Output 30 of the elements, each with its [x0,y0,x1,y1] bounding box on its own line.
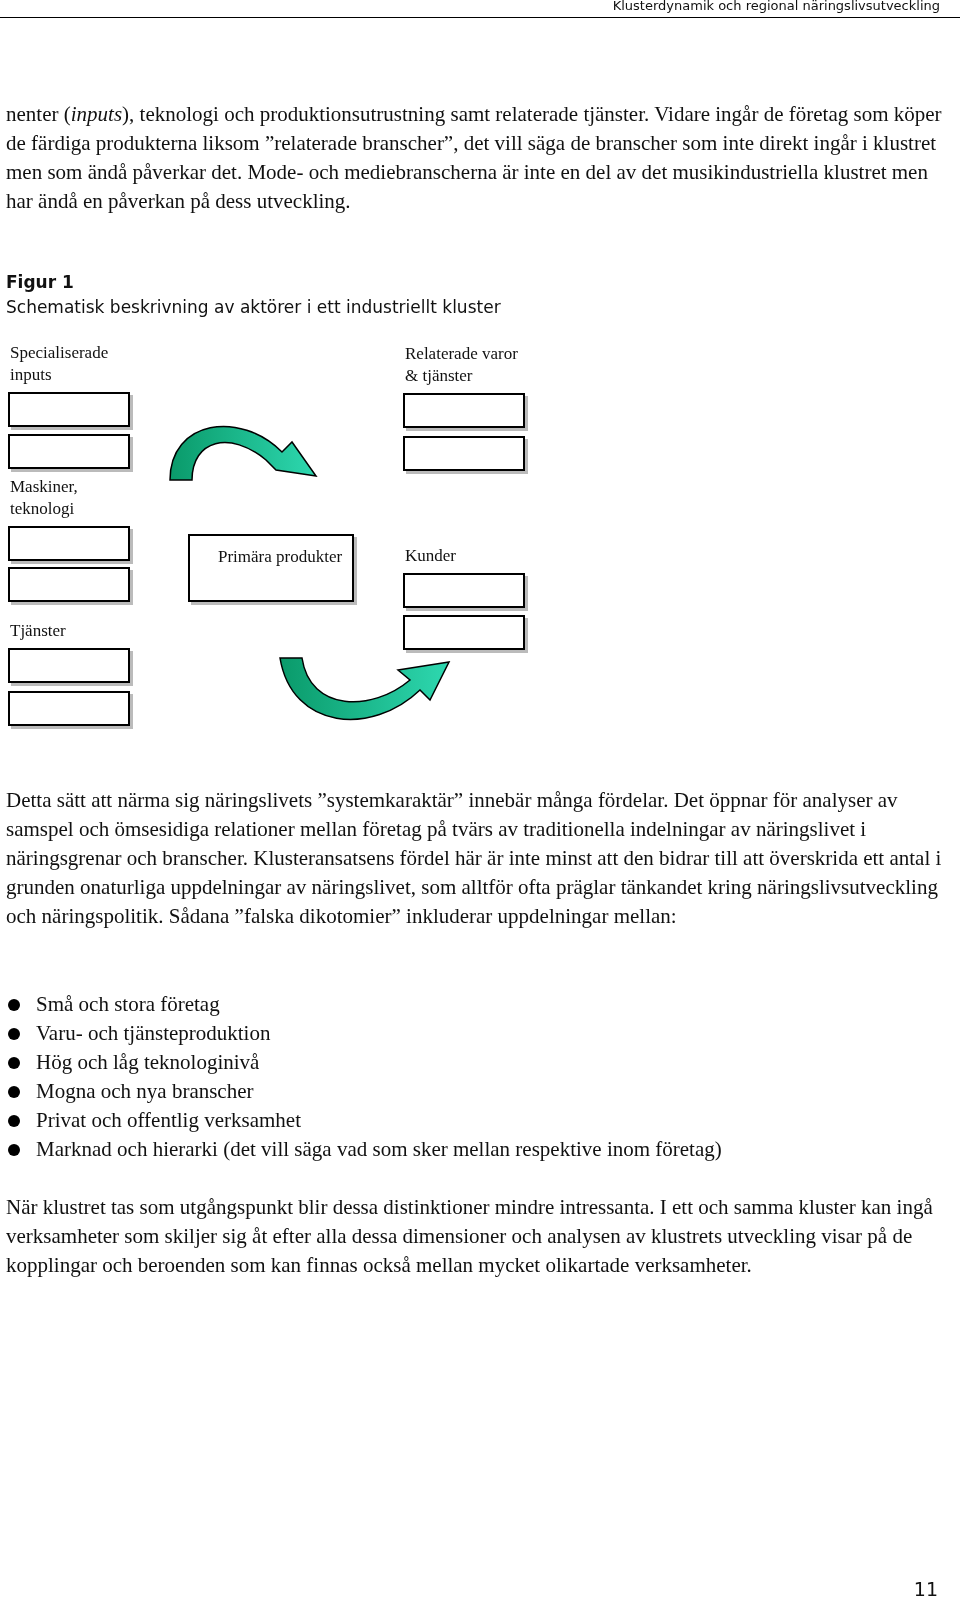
empty-box [403,436,525,471]
empty-box [8,567,130,602]
empty-box [403,393,525,428]
bullet-item: Små och stora företag [8,990,220,1019]
bullet-item: Privat och offentlig verksamhet [8,1106,301,1135]
empty-box [403,615,525,650]
paragraph: När klustret tas som utgångspunkt blir dessa distinktioner mindre intressanta. I ett och samma kluster kan ingå verksamheter som skiljer sig åt efter alla dessa dimensioner och analysen av klustrets utveckling visar på de kopplingar och beroenden som kan finnas också mellan mycket olikartade verksamheter. [6,1194,934,1279]
bullet-item: Marknad och hierarki (det vill säga vad som sker mellan respektive inom företag) [8,1135,722,1164]
paragraph: Detta sätt att närma sig näringslivets ”systemkaraktär” innebär många fördelar. Det öppnar för analyser av samspel och ömsesidiga relationer mellan företag på tvärs av traditionella indelningar av näringslivet i näringsgrenar och branscher. Klusteransatsens fördel här är inte minst att den bidrar till att överskrida ett antal i grunden onaturliga uppdelningar av näringslivet, som alltför ofta präglar tänkandet kring näringslivsutveckling och näringspolitik. Sådana ”falska dikotomier” inkluderar uppdelningar mellan: [6,787,943,930]
group-heading: Tjänster [10,620,67,642]
group-heading: Kunder [405,545,457,567]
process-box [188,534,354,602]
bullet-item: Mogna och nya branscher [8,1077,254,1106]
empty-box [8,392,130,427]
bullet-item: Hög och låg teknologinivå [8,1048,260,1077]
group-heading: Specialiserade inputs [10,342,110,386]
figure-caption: Schematisk beskrivning av aktörer i ett industriellt kluster [6,297,501,317]
bullet-item: Varu- och tjänsteproduktion [8,1019,271,1048]
page-header: Klusterdynamik och regional näringslivsutveckling [612,0,940,13]
page-number: 11 [913,1578,938,1600]
paragraph: nenter (inputs), teknologi och produktionsutrustning samt relaterade tjänster. Vidare ingår de företag som köper de färdiga produkterna liksom ”relaterade branscher”, det vill säga de branscher som inte direkt ingår i klustret men som ändå påverkar det. Mode- och mediebranscherna är inte en del av det musikindustriella klustret men har ändå en påverkan på dess utveckling. [6,101,943,215]
empty-box [8,691,130,726]
group-heading: Maskiner, teknologi [10,476,79,520]
empty-box [8,526,130,561]
empty-box [8,648,130,683]
box-label: Primära produkter [218,546,343,568]
empty-box [403,573,525,608]
group-heading: Relaterade varor & tjänster [405,343,519,387]
empty-box [8,434,130,469]
figure-title: Figur 1 [6,272,74,292]
